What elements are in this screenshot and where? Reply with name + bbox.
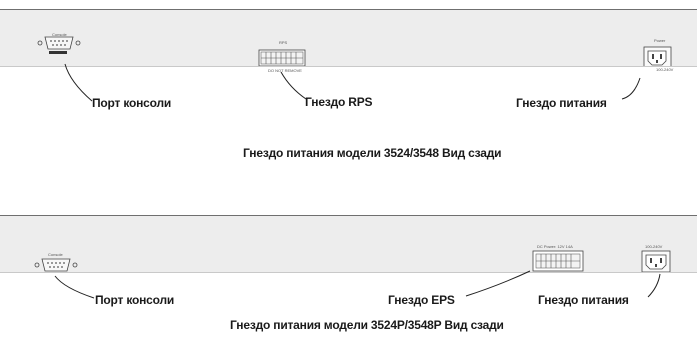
console-small-label: Console (48, 252, 63, 257)
power-socket-icon (643, 46, 672, 66)
rear-panel-ports-graphic-2 (34, 250, 671, 272)
eps-small-label: DC Power: 12V 14A (537, 244, 573, 249)
callout-eps-socket: Гнездо EPS (388, 293, 455, 307)
callout-power-socket-2: Гнездо питания (538, 293, 629, 307)
rps-small-label: RPS (279, 40, 288, 45)
callout-console-port-1: Порт консоли (92, 96, 172, 110)
rps-socket-icon (258, 49, 306, 66)
power-side-label: 100-240V (656, 67, 674, 72)
console-port-icon (34, 258, 78, 272)
leader-power-socket-2 (647, 273, 661, 298)
rear-panel-3524: Console RPS Power (0, 9, 697, 67)
caption-model-3524: Гнездо питания модели 3524/3548 Вид сзад… (243, 146, 502, 160)
caption-model-3524p: Гнездо питания модели 3524P/3548P Вид сз… (230, 318, 504, 332)
leader-power-socket-1 (621, 77, 641, 100)
leader-eps-socket (465, 270, 531, 297)
leader-rps-socket (280, 71, 307, 100)
power-small-label: 100-240V (645, 244, 663, 249)
callout-power-socket-1: Гнездо питания (516, 96, 607, 110)
leader-console-port-1 (64, 63, 93, 102)
power-socket-icon (641, 250, 671, 272)
power-small-label: Power (654, 38, 666, 43)
callout-console-port-2: Порт консоли (95, 293, 175, 307)
rps-bottom-label: DO NOT REMOVE (268, 68, 302, 73)
rear-panel-3524p: Console DC Power: 12V 14A 100-240V (0, 215, 697, 273)
leader-console-port-2 (54, 275, 95, 299)
eps-socket-icon (532, 250, 584, 272)
callout-rps-socket: Гнездо RPS (305, 95, 373, 109)
rear-panel-ports-graphic (37, 36, 672, 66)
console-port-icon (37, 36, 81, 54)
console-small-label: Console (52, 32, 67, 37)
